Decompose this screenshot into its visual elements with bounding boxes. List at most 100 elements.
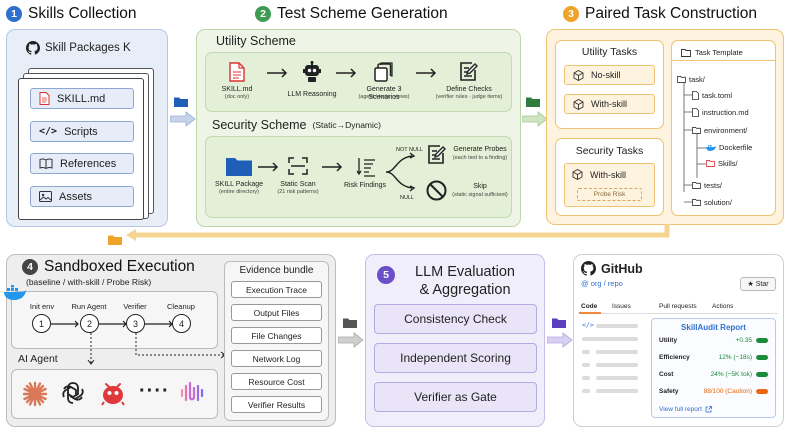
risk-findings-label: Risk Findings [343,182,386,189]
stage1-number: 1 [6,6,22,22]
skill-package-sub: (entire directory) [218,189,260,195]
security-task-label: With-skill [590,169,626,180]
placeholder-line [582,376,590,380]
arrow-4-5 [338,332,364,348]
tree-label: task.toml [702,91,733,100]
utility-scheme-box [205,52,512,112]
edit-checks-icon [458,61,479,82]
tab-pull-requests[interactable]: Pull requests [659,303,697,310]
folder-outline-icon [692,182,701,189]
verifier-gate-box: Verifier as Gate [374,382,537,412]
stage3-title: 3 Paired Task Construction [563,5,757,23]
stage2-number: 2 [255,6,271,22]
tree-label: Dockerfile [719,143,753,152]
arrow-2-3 [522,111,548,127]
github-repo[interactable]: @ org / repo [581,279,623,288]
stage4-title-text: Sandboxed Execution [44,258,195,275]
view-report-link[interactable]: View full report [659,406,702,413]
independent-scoring-box: Independent Scoring [374,343,537,373]
tree-label: tests/ [704,181,722,190]
step-circle-1: 1 [32,314,51,333]
tab-active-indicator [579,312,601,314]
task-template-header: Task Template [681,48,743,57]
branch-connector [386,150,432,196]
evidence-dashed-arrow [133,333,229,359]
image-icon [39,191,52,202]
findings-list-icon [356,157,376,177]
stage5-title-line2: & Aggregation [419,282,511,298]
skip-prohibited-icon [426,180,447,201]
metric-value: 24% (−5K tok) [710,371,752,378]
tab-code[interactable]: Code [581,303,598,310]
repo-link[interactable]: @ org / repo [581,279,623,288]
evidence-item: Execution Trace [231,281,322,298]
tree-lines [681,78,721,210]
skip-label: Skip [473,183,487,190]
metric-bar-fill [756,372,768,377]
tree-skills: Skills/ [706,159,738,168]
code-icon: </> [39,126,58,137]
stage4-number: 4 [22,259,38,275]
agent-mascot-icon [100,380,126,406]
skill-packages-title: Skill Packages K [45,42,131,54]
skill-packages-header: Skill Packages K [26,41,131,55]
folder-outline-icon [681,48,691,57]
github-brand: GitHub [581,261,643,276]
item-label: Scripts [64,125,98,138]
evidence-item: Network Log [231,350,322,367]
folder-icon-purple [552,317,566,328]
scenarios-copy-icon [374,62,394,82]
stage5-number: 5 [377,266,395,284]
metric-label: Efficiency [659,354,690,361]
arrow-right-icon [336,68,358,78]
tab-actions[interactable]: Actions [712,303,734,310]
task-label: No-skill [591,70,621,80]
cube-icon [572,169,583,180]
docker-icon [3,285,27,301]
evidence-bundle-title: Evidence bundle [239,265,314,276]
tree-environment: environment/ [692,126,747,135]
evidence-item: Output Files [231,304,322,321]
star-button[interactable]: ★ Star [740,277,776,291]
metric-label: Safety [659,388,679,395]
scan-icon [288,157,308,175]
star-icon: ★ [747,281,754,288]
folder-icon-green [526,96,540,107]
file-icon [692,91,699,100]
github-icon [26,41,40,55]
stage2-title-text: Test Scheme Generation [277,5,448,22]
placeholder-line [582,337,638,341]
view-full-report[interactable]: View full report [659,406,712,413]
arrow-3-4 [126,224,672,252]
folder-icon-gray [343,317,357,328]
metric-label: Utility [659,337,678,344]
task-no-skill: No-skill [564,65,655,85]
arrow-1-2 [170,111,196,127]
null-label: NULL [400,195,415,201]
probe-risk-tag: Probe Risk [577,188,642,201]
step-label-run: Run Agent [71,302,107,311]
agent-dashed-arrow [86,333,96,367]
utility-step-sub-3: (agent / tester views) [358,94,410,100]
step-label-verifier: Verifier [123,302,147,311]
utility-step-label-3: Generate 3 Scenarios [366,86,402,102]
folder-icon-orange [108,234,122,245]
task-with-skill: With-skill [564,94,655,114]
stage5-number-wrap: 5 [377,265,395,284]
tree-label: environment/ [704,126,748,135]
step-circle-4: 4 [172,314,191,333]
item-scripts: </> Scripts [30,121,134,142]
skill-package-folder-icon [226,156,252,176]
evidence-item: Verifier Results [231,396,322,413]
tree-label: Skills/ [718,159,738,168]
metric-label: Cost [659,371,674,378]
not-null-label: NOT NULL [396,147,424,153]
utility-tasks-title: Utility Tasks [581,46,638,58]
docker-icon [706,144,716,151]
metric-bar-track [756,338,769,343]
placeholder-line [596,324,638,328]
tab-issues[interactable]: Issues [612,303,631,310]
step-arrows [51,319,173,329]
skill-md-doc-icon [229,62,245,82]
placeholder-line [582,350,590,354]
